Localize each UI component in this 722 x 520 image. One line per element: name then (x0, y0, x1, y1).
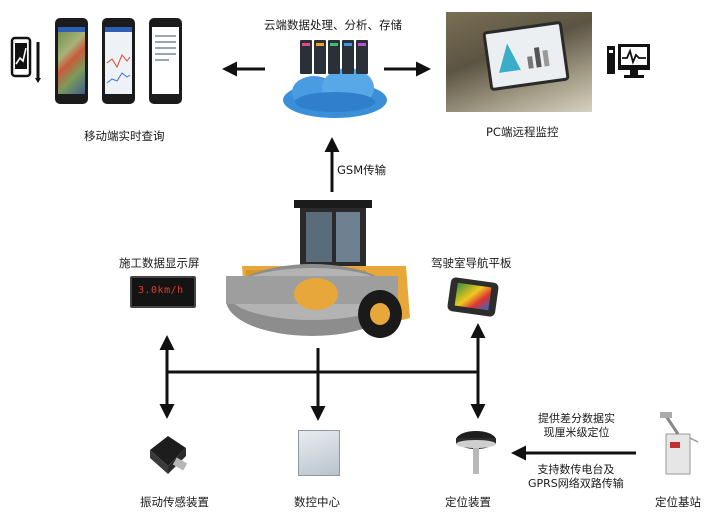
tablet-in-photo (482, 20, 570, 92)
base-station-label: 定位基站 (655, 495, 701, 509)
phone-list (149, 18, 182, 104)
gsm-label: GSM传输 (337, 163, 387, 177)
mobile-label: 移动端实时查询 (84, 129, 165, 143)
mobile-phones (55, 16, 195, 108)
server-rack-1 (300, 40, 312, 74)
display-label: 施工数据显示屏 (119, 256, 200, 270)
phone-map (55, 18, 88, 104)
vibration-sensor-icon (150, 436, 188, 474)
server-rack-3 (328, 40, 340, 74)
transmission-note: 支持数传电台及 GPRS网络双路传输 (528, 463, 624, 491)
construction-display-board: 3.0km/h (130, 276, 196, 308)
server-rack-5 (356, 40, 368, 74)
transmission-note-line2: GPRS网络双路传输 (528, 477, 624, 490)
cloud-server-icon (283, 68, 387, 118)
vibration-label: 振动传感装置 (140, 495, 209, 509)
nc-center-box (298, 430, 340, 476)
cloud-label: 云端数据处理、分析、存储 (264, 18, 402, 32)
base-station-icon (660, 412, 699, 475)
display-reading: 3.0km/h (138, 285, 184, 296)
mobile-chart-icon (10, 36, 41, 83)
road-roller-image (226, 200, 410, 338)
nc-center-label: 数控中心 (294, 495, 340, 509)
server-rack-4 (342, 40, 354, 74)
server-rack-2 (314, 40, 326, 74)
differential-note-line2: 现厘米级定位 (543, 426, 610, 439)
gnss-antenna-icon (456, 431, 496, 474)
phone-chart (102, 18, 135, 104)
transmission-note-line1: 支持数传电台及 (537, 463, 615, 476)
differential-note: 提供差分数据实 现厘米级定位 (538, 412, 615, 440)
pc-label: PC端远程监控 (486, 125, 559, 139)
differential-note-line1: 提供差分数据实 (538, 412, 615, 425)
pc-monitor-icon (607, 44, 650, 78)
pc-monitoring-photo (446, 12, 592, 112)
positioning-label: 定位装置 (445, 495, 491, 509)
cab-tablet-label: 驾驶室导航平板 (431, 256, 512, 270)
